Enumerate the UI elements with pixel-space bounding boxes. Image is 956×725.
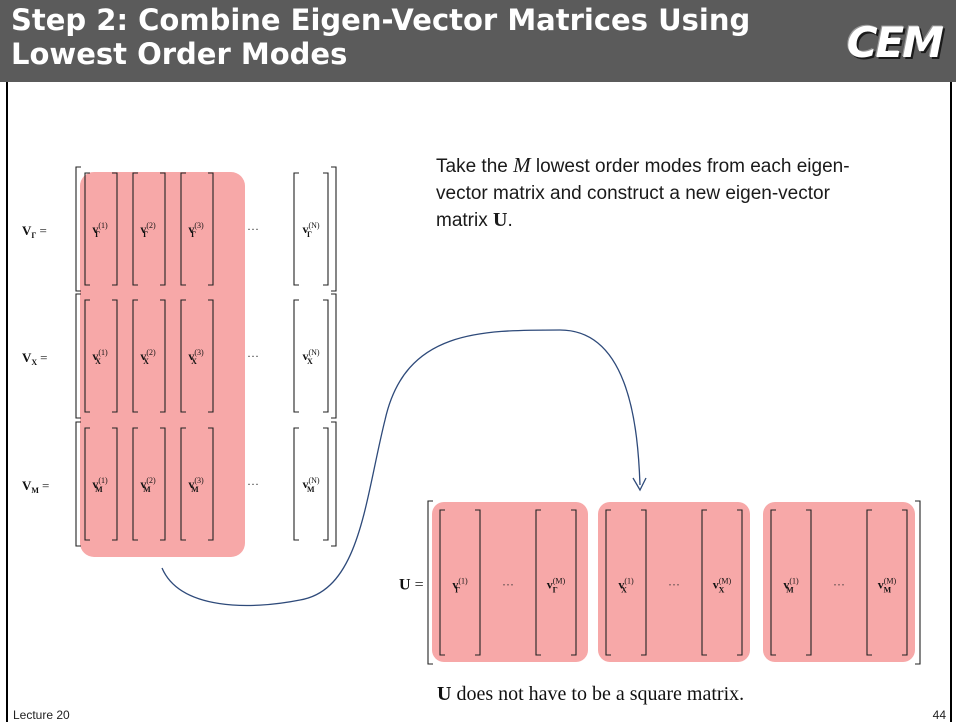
vector-right-bracket-0-0 bbox=[112, 172, 118, 286]
desc-part-2: lowest order modes from each eigen-vecto… bbox=[436, 156, 850, 231]
last-vector-label-0: v(N)Γ bbox=[302, 221, 319, 239]
matrix-name-0: VΓ= bbox=[22, 223, 47, 240]
vector-left-bracket-2-2 bbox=[180, 427, 186, 541]
vector-left-bracket-2-0 bbox=[84, 427, 90, 541]
u-last-right-bracket-0 bbox=[571, 509, 577, 656]
desc-u-symbol: U bbox=[493, 209, 508, 231]
highlight-u-group-x bbox=[598, 502, 750, 662]
u-last-right-bracket-1 bbox=[737, 509, 743, 656]
u-ellipsis-1: ··· bbox=[668, 578, 680, 592]
vector-right-bracket-0-1 bbox=[160, 172, 166, 286]
last-vector-right-bracket-0 bbox=[323, 172, 329, 286]
matrix-outer-right-bracket-1 bbox=[331, 293, 337, 419]
vector-label-2-0: v(1)M bbox=[92, 476, 108, 494]
slide-title: Step 2: Combine Eigen-Vector Matrices Us… bbox=[11, 3, 751, 71]
vector-label-0-1: v(2)Γ bbox=[140, 221, 156, 239]
u-ellipsis-0: ··· bbox=[502, 578, 514, 592]
vector-right-bracket-1-2 bbox=[208, 299, 214, 413]
u-first-left-bracket-0 bbox=[439, 509, 445, 656]
note-text: U does not have to be a square matrix. bbox=[437, 683, 744, 706]
note-u-symbol: U bbox=[437, 683, 452, 705]
cem-logo: CEM bbox=[846, 18, 944, 67]
vector-right-bracket-2-1 bbox=[160, 427, 166, 541]
u-first-label-1: v(1)X bbox=[618, 577, 634, 595]
u-last-right-bracket-2 bbox=[902, 509, 908, 656]
last-vector-label-1: v(N)X bbox=[302, 348, 319, 366]
u-last-left-bracket-2 bbox=[866, 509, 872, 656]
vector-right-bracket-2-2 bbox=[208, 427, 214, 541]
last-vector-label-2: v(N)M bbox=[302, 476, 319, 494]
vector-label-2-1: v(2)M bbox=[140, 476, 156, 494]
last-vector-right-bracket-1 bbox=[323, 299, 329, 413]
u-last-left-bracket-1 bbox=[701, 509, 707, 656]
note-body: does not have to be a square matrix. bbox=[456, 683, 745, 705]
matrix-name-1: VX= bbox=[22, 350, 48, 367]
last-vector-left-bracket-0 bbox=[293, 172, 299, 286]
v-matrices: VΓ= v(1)Γ v(2)Γ v(3)Γ ··· v(N)Γ VX= v(1)X v(2)X v… bbox=[22, 166, 337, 547]
slide-frame-left bbox=[6, 82, 8, 722]
vector-right-bracket-1-0 bbox=[112, 299, 118, 413]
matrix-name-2: VM= bbox=[22, 478, 49, 495]
highlight-u-group-gamma bbox=[432, 502, 588, 662]
desc-m-symbol: M bbox=[513, 153, 531, 177]
vector-left-bracket-0-1 bbox=[132, 172, 138, 286]
u-first-left-bracket-1 bbox=[605, 509, 611, 656]
vector-left-bracket-0-0 bbox=[84, 172, 90, 286]
vector-label-1-1: v(2)X bbox=[140, 348, 156, 366]
u-last-left-bracket-0 bbox=[535, 509, 541, 656]
ellipsis-0: ··· bbox=[247, 222, 259, 236]
title-bar: Step 2: Combine Eigen-Vector Matrices Us… bbox=[0, 0, 956, 82]
vector-label-1-0: v(1)X bbox=[92, 348, 108, 366]
page-number: 44 bbox=[932, 708, 946, 722]
u-matrix-name: U= bbox=[399, 577, 424, 594]
u-first-right-bracket-2 bbox=[806, 509, 812, 656]
last-vector-left-bracket-1 bbox=[293, 299, 299, 413]
last-vector-left-bracket-2 bbox=[293, 427, 299, 541]
vector-label-0-0: v(1)Γ bbox=[92, 221, 108, 239]
vector-label-2-2: v(3)M bbox=[188, 476, 204, 494]
u-first-right-bracket-0 bbox=[475, 509, 481, 656]
u-last-label-2: v(M)M bbox=[878, 577, 897, 595]
u-outer-left-bracket bbox=[427, 500, 433, 665]
u-first-right-bracket-1 bbox=[641, 509, 647, 656]
u-last-label-0: v(M)Γ bbox=[547, 577, 566, 595]
vector-left-bracket-1-2 bbox=[180, 299, 186, 413]
vector-left-bracket-0-2 bbox=[180, 172, 186, 286]
matrix-outer-left-bracket-1 bbox=[75, 293, 81, 419]
vector-right-bracket-2-0 bbox=[112, 427, 118, 541]
u-last-label-1: v(M)X bbox=[713, 577, 732, 595]
vector-left-bracket-1-1 bbox=[132, 299, 138, 413]
flow-arrow bbox=[161, 329, 641, 607]
matrix-outer-right-bracket-2 bbox=[331, 421, 337, 547]
u-first-label-2: v(1)M bbox=[783, 577, 799, 595]
u-matrix: U= v(1)Γ ··· v(M)Γ v(1)X ··· v(M)X v(1)M ··· v(M)… bbox=[399, 500, 921, 665]
ellipsis-2: ··· bbox=[247, 477, 259, 491]
last-vector-right-bracket-2 bbox=[323, 427, 329, 541]
u-first-left-bracket-2 bbox=[770, 509, 776, 656]
slide-frame-right bbox=[950, 82, 952, 722]
vector-label-1-2: v(3)X bbox=[188, 348, 204, 366]
flow-arrowhead bbox=[632, 477, 647, 492]
u-ellipsis-2: ··· bbox=[833, 578, 845, 592]
desc-end: . bbox=[507, 210, 513, 231]
vector-right-bracket-0-2 bbox=[208, 172, 214, 286]
matrix-outer-left-bracket-2 bbox=[75, 421, 81, 547]
vector-left-bracket-2-1 bbox=[132, 427, 138, 541]
vector-left-bracket-1-0 bbox=[84, 299, 90, 413]
matrix-outer-left-bracket-0 bbox=[75, 166, 81, 292]
footer-lecture: Lecture 20 bbox=[13, 708, 70, 722]
desc-part-1: Take the bbox=[436, 156, 508, 177]
highlight-v-columns bbox=[80, 172, 245, 557]
matrix-outer-right-bracket-0 bbox=[331, 166, 337, 292]
vector-right-bracket-1-1 bbox=[160, 299, 166, 413]
vector-label-0-2: v(3)Γ bbox=[188, 221, 204, 239]
highlight-u-group-m bbox=[763, 502, 915, 662]
u-first-label-0: v(1)Γ bbox=[452, 577, 468, 595]
ellipsis-1: ··· bbox=[247, 349, 259, 363]
description-text: Take the M lowest order modes from each … bbox=[436, 152, 876, 234]
u-outer-right-bracket bbox=[915, 500, 921, 665]
